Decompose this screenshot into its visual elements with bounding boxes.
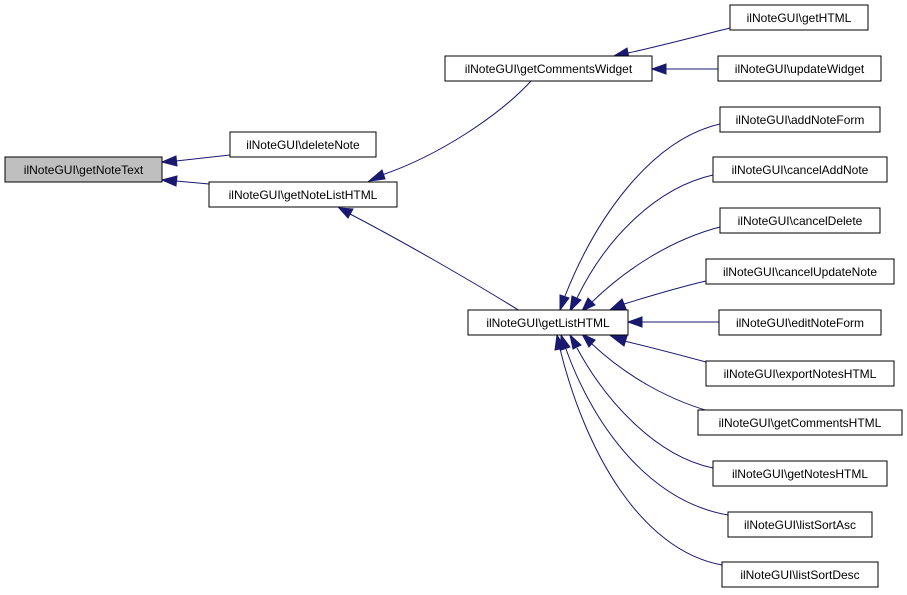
node-deleteNote[interactable]: ilNoteGUI\deleteNote: [229, 131, 377, 158]
node-listSortDesc[interactable]: ilNoteGUI\listSortDesc: [721, 561, 879, 588]
edge-cancelAddNote-to-getListHTML: [569, 174, 714, 313]
edge-updateWidget-to-getCommentsWidget: [650, 63, 718, 75]
edge-addNoteForm-to-getListHTML: [559, 123, 721, 312]
node-updateWidget[interactable]: ilNoteGUI\updateWidget: [717, 55, 882, 82]
node-listSortDesc-label: ilNoteGUI\listSortDesc: [740, 568, 859, 582]
node-getListHTML[interactable]: ilNoteGUI\getListHTML: [467, 309, 629, 336]
node-getHTML-label: ilNoteGUI\getHTML: [747, 11, 852, 25]
node-addNoteForm[interactable]: ilNoteGUI\addNoteForm: [719, 106, 881, 133]
edge-exportNotesHTML-to-getListHTML: [609, 335, 707, 363]
node-cancelDelete-label: ilNoteGUI\cancelDelete: [738, 214, 863, 228]
node-updateWidget-label: ilNoteGUI\updateWidget: [735, 62, 865, 76]
node-exportNotesHTML-label: ilNoteGUI\exportNotesHTML: [724, 367, 877, 381]
node-getCommentsWidget-label: ilNoteGUI\getCommentsWidget: [465, 62, 633, 76]
node-getNotesHTML[interactable]: ilNoteGUI\getNotesHTML: [712, 460, 888, 487]
node-exportNotesHTML[interactable]: ilNoteGUI\exportNotesHTML: [705, 360, 895, 387]
edge-cancelDelete-to-getListHTML: [580, 226, 721, 313]
node-cancelUpdateNote-label: ilNoteGUI\cancelUpdateNote: [723, 265, 877, 279]
edge-getCommentsWidget-to-getNoteListHTML: [367, 79, 533, 182]
edge-getListHTML-to-getNoteListHTML: [337, 207, 521, 312]
edge-editNoteForm-to-getListHTML: [626, 316, 719, 328]
edge-getNoteListHTML-to-getNoteText: [160, 175, 210, 187]
node-getNotesHTML-label: ilNoteGUI\getNotesHTML: [732, 467, 868, 481]
node-getNoteListHTML[interactable]: ilNoteGUI\getNoteListHTML: [208, 181, 398, 208]
edge-getHTML-to-getCommentsWidget: [612, 27, 731, 59]
node-cancelAddNote-label: ilNoteGUI\cancelAddNote: [732, 163, 869, 177]
node-getCommentsHTML-label: ilNoteGUI\getCommentsHTML: [719, 416, 882, 430]
node-deleteNote-label: ilNoteGUI\deleteNote: [246, 138, 360, 152]
node-addNoteForm-label: ilNoteGUI\addNoteForm: [736, 113, 865, 127]
node-cancelDelete[interactable]: ilNoteGUI\cancelDelete: [719, 207, 881, 234]
node-getListHTML-label: ilNoteGUI\getListHTML: [486, 316, 610, 330]
node-getNoteText-label: ilNoteGUI\getNoteText: [24, 163, 144, 177]
node-getNoteText[interactable]: ilNoteGUI\getNoteText: [4, 156, 163, 183]
node-getCommentsWidget[interactable]: ilNoteGUI\getCommentsWidget: [444, 55, 653, 82]
node-cancelUpdateNote[interactable]: ilNoteGUI\cancelUpdateNote: [705, 258, 895, 285]
edge-deleteNote-to-getNoteText: [160, 154, 231, 167]
node-editNoteForm-label: ilNoteGUI\editNoteForm: [736, 316, 864, 330]
edge-cancelUpdateNote-to-getListHTML: [609, 280, 707, 310]
node-getNoteListHTML-label: ilNoteGUI\getNoteListHTML: [229, 188, 378, 202]
node-listSortAsc[interactable]: ilNoteGUI\listSortAsc: [727, 511, 873, 538]
node-getCommentsHTML[interactable]: ilNoteGUI\getCommentsHTML: [697, 409, 903, 436]
node-listSortAsc-label: ilNoteGUI\listSortAsc: [744, 518, 856, 532]
edge-getNotesHTML-to-getListHTML: [569, 333, 714, 469]
node-getHTML[interactable]: ilNoteGUI\getHTML: [729, 4, 869, 31]
edge-listSortDesc-to-getListHTML: [554, 333, 723, 566]
edge-getCommentsHTML-to-getListHTML: [580, 332, 721, 415]
node-editNoteForm[interactable]: ilNoteGUI\editNoteForm: [718, 309, 882, 336]
node-cancelAddNote[interactable]: ilNoteGUI\cancelAddNote: [712, 156, 888, 183]
